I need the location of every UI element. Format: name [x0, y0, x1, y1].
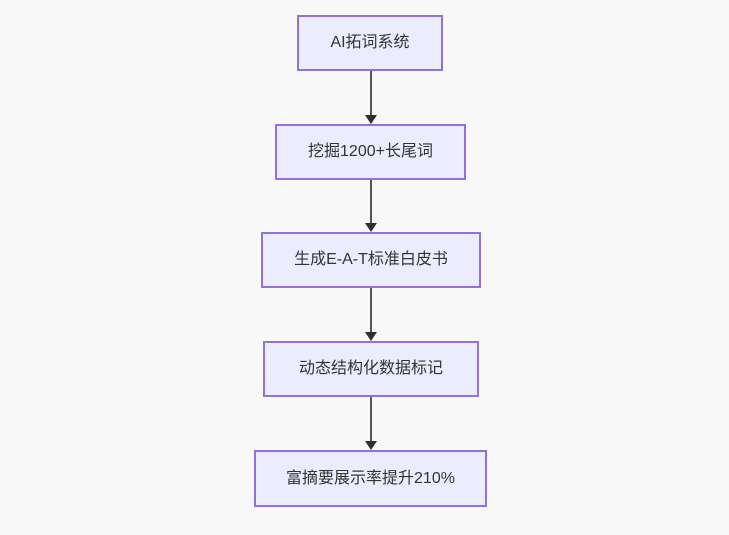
arrowhead-down-icon: [364, 115, 377, 124]
edge-arrow-3: [364, 288, 377, 341]
node-rich-snippet-rate-result: 富摘要展示率提升210%: [254, 450, 487, 507]
node-label: 动态结构化数据标记: [298, 360, 443, 377]
arrowhead-down-icon: [364, 441, 377, 450]
node-dynamic-structured-data-markup: 动态结构化数据标记: [263, 341, 479, 397]
node-ai-keyword-expansion-system: AI拓词系统: [297, 15, 443, 71]
arrowhead-down-icon: [364, 332, 377, 341]
edge-arrow-4: [364, 397, 377, 450]
edge-line: [369, 71, 372, 116]
edge-arrow-2: [364, 180, 377, 232]
arrowhead-down-icon: [364, 223, 377, 232]
edge-line: [369, 288, 372, 333]
node-label: 富摘要展示率提升210%: [286, 469, 455, 487]
node-label: 生成E-A-T标准白皮书: [294, 251, 448, 268]
node-eat-standard-whitepaper: 生成E-A-T标准白皮书: [261, 232, 481, 288]
node-longtail-keyword-mining: 挖掘1200+长尾词: [275, 124, 466, 180]
edge-line: [369, 180, 372, 224]
edge-line: [369, 397, 372, 442]
edge-arrow-1: [364, 71, 377, 124]
node-label: AI拓词系统: [330, 34, 410, 51]
node-label: 挖掘1200+长尾词: [308, 143, 433, 160]
